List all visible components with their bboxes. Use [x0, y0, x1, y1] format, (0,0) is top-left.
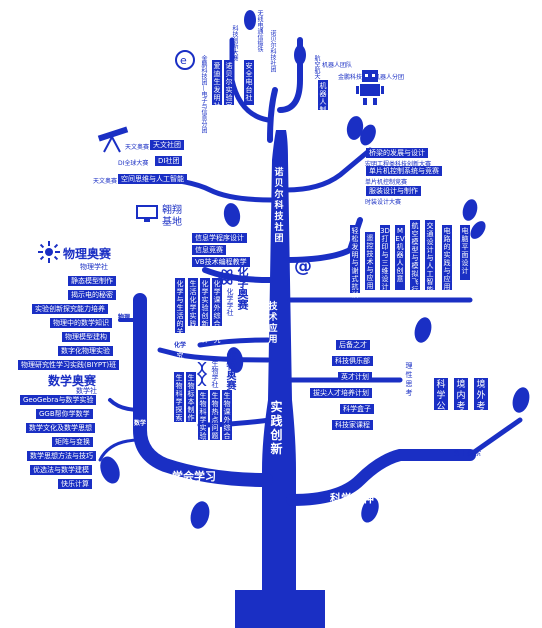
trunk-label-low: 实践创新 — [270, 400, 283, 456]
svg-text:e: e — [180, 54, 187, 67]
chem-atom-icon — [218, 269, 236, 285]
bio-subtitle: 生物学社 — [211, 360, 219, 388]
top-text-radio: 无线电通信锻铁 — [256, 10, 263, 52]
top-text-innovation: 科技创新大赛 — [231, 25, 238, 61]
telescope-icon — [97, 126, 129, 153]
chem-item: 化学实验创新设计 — [200, 278, 210, 344]
chem-subtitle: 化学学社 — [226, 288, 234, 316]
physics-subtitle: 物理学社 — [80, 263, 108, 271]
ai-label: 天文奥赛 — [93, 178, 118, 185]
box-mcu-control: 单片机控制系统与竞赛 — [366, 166, 442, 176]
bio-item: 生物科学探索 — [174, 372, 184, 422]
bio-title: 生物奥赛 — [224, 350, 235, 390]
math-subtitle: 数学社 — [76, 387, 97, 395]
astro-label: 天文奥赛 — [125, 144, 150, 151]
math-item: GGB帮你学数学 — [36, 409, 93, 419]
tech-item: MEV机器人创意 — [395, 225, 405, 290]
branch-learn-label: 学会学习 — [172, 470, 216, 483]
tech-item: 3D打印与三维设计 — [380, 225, 390, 291]
tech-item: 轻松发明与谢式抗训 — [350, 225, 360, 299]
electronics-logo-icon: e — [175, 50, 195, 70]
science-item: 英才计划 — [338, 372, 372, 382]
computer-icon — [136, 205, 158, 222]
info-item: 信息竞赛 — [192, 245, 226, 255]
explore-item: 境外考察 — [474, 378, 488, 423]
chem-item: 生活化学实践 — [188, 278, 198, 328]
physics-item: 数字化物理实验 — [58, 346, 113, 356]
leaves — [100, 10, 530, 529]
math-item: 优选法与数学建模 — [30, 465, 92, 475]
dna-icon — [196, 362, 208, 386]
math-branch-label: 数学 — [134, 420, 147, 427]
physics-item: 物理中的数学知识 — [50, 318, 112, 328]
math-item: 矩阵与变换 — [52, 437, 93, 447]
physics-item: 物理模型建构 — [62, 332, 110, 342]
box-robot-making: 机器人制作社 — [318, 80, 328, 130]
tech-item: 电脑平面设计 — [460, 225, 470, 280]
physics-branch-label: 物理 — [118, 314, 131, 321]
explore-item: 科学公园 — [434, 378, 448, 423]
tech-item: 遥控技术与应用 — [365, 232, 375, 290]
trunk-label-mid: 技术应用 — [268, 302, 278, 345]
physics-item: 静态模型制作 — [68, 276, 116, 286]
bio-item: 生物标本制作 — [186, 372, 196, 422]
info-item: 信息学程序设计 — [192, 233, 247, 243]
info-title: 翱翔基地 — [162, 205, 182, 228]
robot-icon — [356, 70, 384, 105]
physics-item: 物理研究性学习实践(BIYPT)班 — [18, 360, 120, 370]
top-text-aerospace: 航空航天 — [313, 55, 320, 79]
top-text-nobel: 诺贝尔科技社团 — [269, 30, 276, 72]
math-item: 数学文化及数学思想 — [26, 423, 95, 433]
science-item: 科技家课程 — [332, 420, 373, 430]
box-edison-club: 爱迪生发明社 — [212, 60, 222, 110]
chem-branch-label: 化学 — [174, 342, 187, 349]
box-safety-radio: 安全电台社 — [244, 60, 254, 105]
text-bridge-competition: 宏明工程类科技创新大赛 — [365, 161, 432, 168]
di-label: DI全球大赛 — [118, 160, 149, 167]
info-branch-label: 信息 — [180, 264, 193, 271]
box-nobel-lab: 诺贝尔实验室 — [224, 60, 234, 110]
math-item: 数学思想方法与技巧 — [27, 451, 96, 461]
trunk-label-top: 诺贝尔科技社团 — [274, 168, 284, 244]
text-mcu-competition: 单片机控制竞赛 — [365, 179, 408, 186]
chem-title: 化学奥赛 — [236, 266, 249, 310]
tech-item: 电路的实践与应用 — [442, 225, 452, 291]
science-item: 科技俱乐部 — [332, 356, 373, 366]
box-bridge-design: 桥梁的发展与设计 — [366, 148, 428, 158]
tech-item: 交通设计与人工智能 — [425, 220, 435, 294]
science-item: 科学盒子 — [340, 404, 374, 414]
tech-item: 航空模型与模拟飞行 — [410, 220, 420, 294]
chem-item: 化学课外综合研究 — [212, 278, 222, 344]
bio-item: 生物科学实验研究 — [198, 390, 208, 456]
math-title: 数学奥赛 — [48, 374, 97, 388]
top-text-jinpeng-electronic: 金鹏科技团—电子与信息分团 — [200, 55, 207, 133]
atom-icon — [38, 241, 60, 263]
box-di-club: DI社团 — [155, 156, 183, 166]
box-fashion-design: 服装设计与制作 — [366, 186, 421, 196]
physics-item: 实验创新探究能力培养 — [32, 304, 108, 314]
top-text-robot-team: 机器人团队 — [322, 62, 353, 69]
physics-item: 揭示电的秘密 — [68, 290, 116, 300]
box-astro-club: 天文社团 — [150, 140, 184, 150]
branch-science-label: 科学精神 — [330, 492, 374, 505]
bio-item: 生物课外综合研究 — [222, 390, 232, 456]
chem-item: 化学与生活的关系研究 — [175, 278, 185, 360]
info-item: VB技术编程教学 — [192, 257, 250, 267]
math-item: 快乐计算 — [58, 479, 92, 489]
explore-item: 境内考察 — [454, 378, 468, 423]
text-fashion-competition: 时装设计大赛 — [365, 199, 402, 206]
tree-branches — [98, 37, 523, 506]
explore-label: 勇于探索 — [453, 449, 481, 457]
science-item: 后备之才 — [336, 340, 370, 350]
at-icon: @ — [294, 256, 312, 277]
bio-branch-label: 生物 — [196, 440, 209, 447]
math-item: GeoGebra与数学实验 — [20, 395, 97, 405]
science-item: 拔尖人才培养计划 — [310, 388, 372, 398]
box-spatial-ai: 空间思维与人工智能 — [118, 174, 187, 184]
bio-item: 生物热点问题研究 — [210, 390, 220, 456]
science-vertical-label: 理性思考 — [405, 362, 413, 397]
physics-title: 物理奥赛 — [63, 247, 112, 261]
